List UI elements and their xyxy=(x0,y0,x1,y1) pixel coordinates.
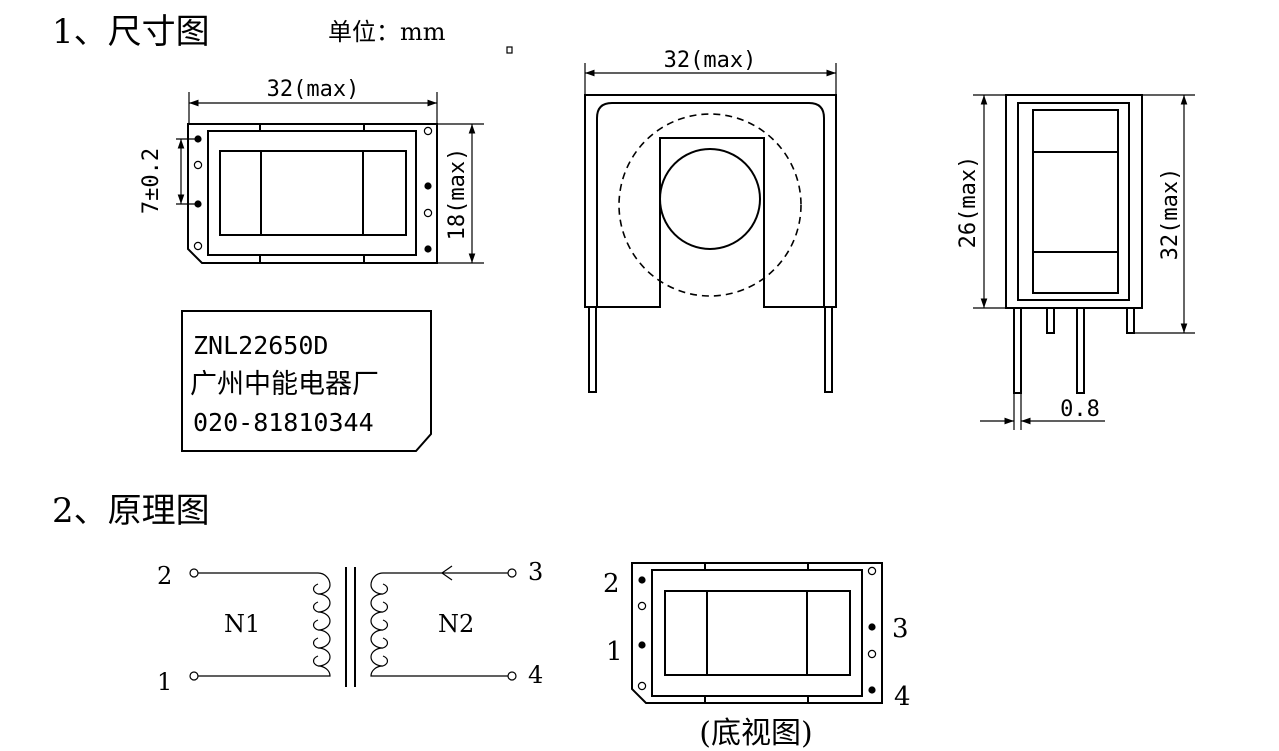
front-pin xyxy=(588,306,597,393)
label-outline xyxy=(181,310,432,452)
bottom-pin-filled xyxy=(638,576,646,584)
bottom-pin-label: 4 xyxy=(894,682,911,712)
section-2-title: 2、原理图 xyxy=(52,491,210,531)
top-pin-hole xyxy=(423,126,433,136)
top-pitch-dim: 7±0.2 xyxy=(139,148,164,214)
bottom-pin-hole xyxy=(867,566,877,576)
top-pin-filled xyxy=(424,245,432,253)
bottom-pin-label: 3 xyxy=(892,614,909,644)
top-base-plate xyxy=(187,123,438,264)
schematic-pin-label: 2 xyxy=(157,562,172,590)
bottom-view: 2 1 3 4 (底视图) xyxy=(603,562,911,751)
schematic: 2 1 3 4 N1 N2 xyxy=(157,558,543,696)
bottom-pin-label: 1 xyxy=(606,637,623,667)
front-clip-outer xyxy=(584,94,837,308)
bottom-pin-filled xyxy=(868,686,876,694)
front-width-dim: 32(max) xyxy=(664,48,757,73)
unit-label: 单位：mm xyxy=(328,18,446,46)
label-phone: 020-81810344 xyxy=(193,408,374,437)
top-pin-hole xyxy=(423,208,433,218)
secondary-coil-loops xyxy=(382,583,389,667)
bottom-core xyxy=(664,590,851,676)
front-core-bore xyxy=(659,148,761,250)
side-pin xyxy=(1076,307,1085,394)
side-bobbin xyxy=(1017,102,1130,301)
side-pin xyxy=(1013,307,1022,394)
front-pin xyxy=(824,306,833,393)
side-view: 26(max) 32(max) 0.8 xyxy=(956,94,1195,430)
side-core xyxy=(1032,109,1119,294)
side-total-height-dim: 32(max) xyxy=(1158,168,1183,261)
side-body xyxy=(1005,94,1143,309)
side-pin-short xyxy=(1046,307,1055,334)
primary-coil-loops xyxy=(312,583,319,667)
bottom-pin-filled xyxy=(868,623,876,631)
side-pin-short xyxy=(1126,307,1135,334)
schematic-pin-label: 3 xyxy=(528,558,543,586)
terminal-2 xyxy=(189,568,199,578)
front-view: 32(max) xyxy=(584,48,837,393)
top-core xyxy=(219,150,407,236)
front-clip-inner xyxy=(596,102,825,307)
bottom-pin-hole xyxy=(867,649,877,659)
top-view: 32(max) 7±0.2 18(max) xyxy=(139,77,484,264)
label-model: ZNL22650D xyxy=(193,331,328,360)
top-pin-hole xyxy=(193,241,203,251)
front-winding-outline xyxy=(618,113,802,297)
product-label: ZNL22650D 广州中能电器厂 020-81810344 xyxy=(181,310,432,452)
primary-winding xyxy=(198,572,331,677)
schematic-pin-label: 4 xyxy=(528,661,543,689)
side-body-height-dim: 26(max) xyxy=(956,156,981,249)
winding-n1-label: N1 xyxy=(224,610,260,638)
terminal-4 xyxy=(507,671,517,681)
label-maker: 广州中能电器厂 xyxy=(190,369,379,400)
section-1-title: 1、尺寸图 xyxy=(52,12,210,52)
bottom-pin-label: 2 xyxy=(603,569,620,599)
top-pin-filled xyxy=(424,182,432,190)
terminal-3 xyxy=(507,568,517,578)
top-pin-hole xyxy=(193,160,203,170)
bottom-pin-hole xyxy=(637,601,647,611)
top-height-dim: 18(max) xyxy=(445,148,470,241)
stray-mark xyxy=(506,46,513,54)
bottom-pin-filled xyxy=(638,641,646,649)
bottom-base-plate xyxy=(631,562,883,704)
winding-n2-label: N2 xyxy=(438,610,474,638)
bottom-pin-hole xyxy=(637,681,647,691)
bottom-bobbin xyxy=(651,569,863,697)
bottom-view-caption: (底视图) xyxy=(699,716,812,751)
top-width-dim: 32(max) xyxy=(267,77,360,102)
top-bobbin xyxy=(207,130,417,256)
secondary-winding xyxy=(370,572,508,677)
schematic-pin-label: 1 xyxy=(157,668,172,696)
side-pin-dia-dim: 0.8 xyxy=(1060,397,1100,422)
direction-arrow xyxy=(440,565,453,581)
terminal-1 xyxy=(189,671,199,681)
